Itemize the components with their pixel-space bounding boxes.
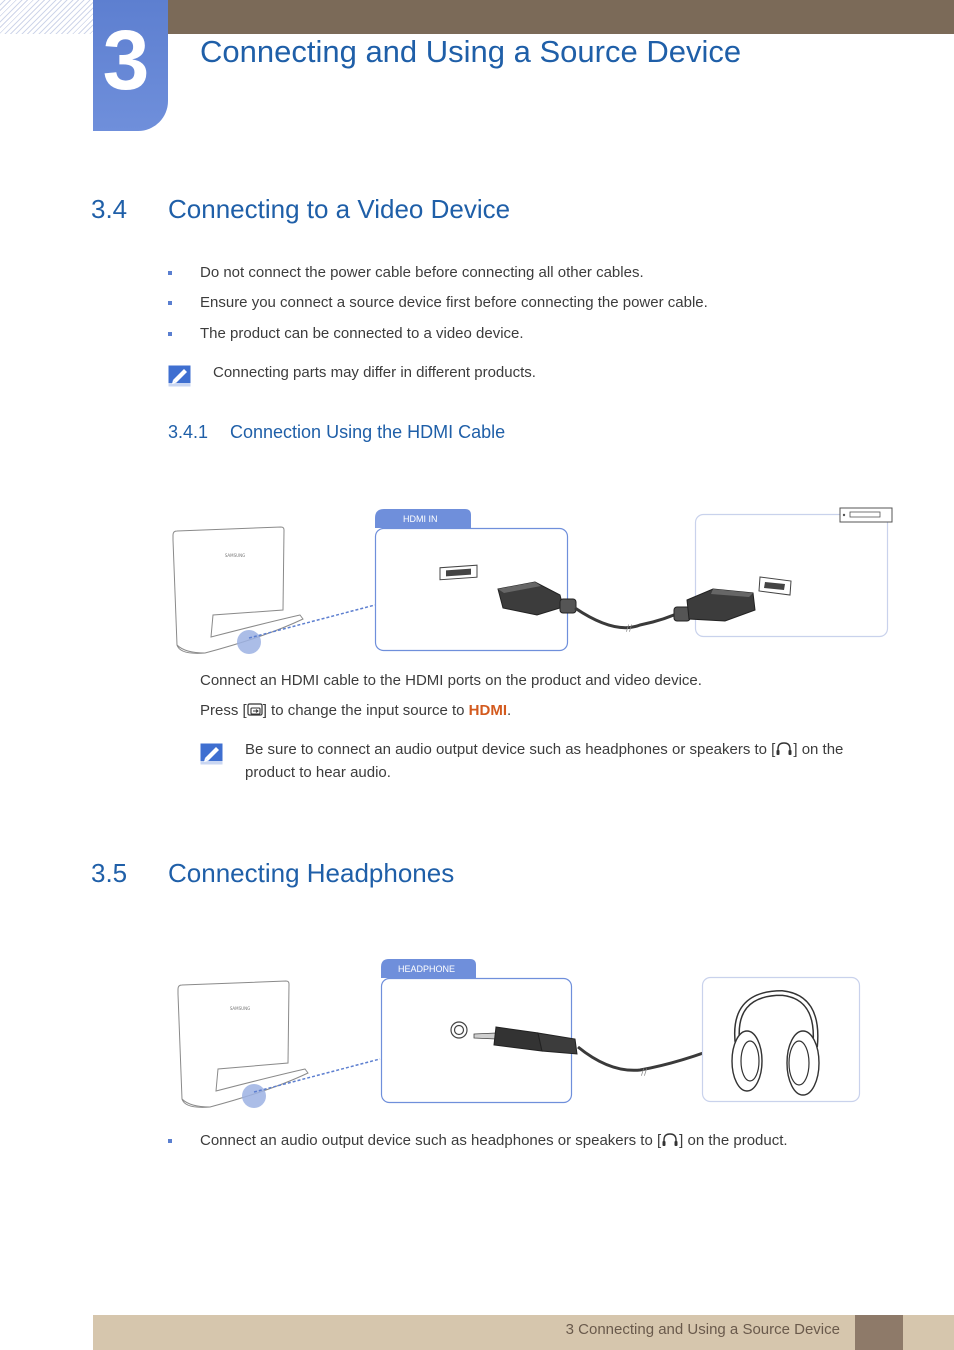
svg-text:SAMSUNG: SAMSUNG	[225, 553, 245, 558]
chapter-number: 3	[102, 13, 150, 107]
bullet-dot	[168, 301, 172, 305]
subsection-number: 3.4.1	[168, 422, 209, 442]
note-icon	[168, 365, 191, 387]
header-bar	[168, 0, 954, 34]
chapter-number-box	[93, 0, 168, 131]
hdmi-instruction: Connect an HDMI cable to the HDMI ports …	[200, 672, 702, 689]
hdmi-highlight: HDMI	[468, 702, 507, 719]
source-instruction: Press [ ] to change the input source to …	[200, 702, 512, 719]
monitor-illustration: SAMSUNG	[177, 980, 309, 1108]
subsection-title: Connection Using the HDMI Cable	[230, 422, 506, 442]
hdmi-in-label: HDMI IN	[403, 514, 438, 524]
headphone-jack-port-icon	[450, 1021, 468, 1039]
section-number: 3.4	[91, 194, 128, 224]
svg-text://: //	[641, 1068, 648, 1078]
hdmi-port-icon	[758, 576, 792, 596]
hdmi-plug-icon	[673, 588, 756, 622]
headphone-plug-icon	[473, 1026, 578, 1055]
bullet-dot	[168, 332, 172, 336]
svg-text://: //	[626, 624, 633, 634]
hdmi-connection-diagram: SAMSUNG HDMI IN //	[172, 507, 893, 654]
headphone-jack-icon	[776, 742, 792, 755]
monitor-illustration: SAMSUNG	[172, 526, 304, 654]
bullet-dot	[168, 1139, 172, 1143]
hdmi-port-icon	[439, 564, 478, 581]
header-hatch-pattern	[0, 0, 93, 34]
note-text: Connecting parts may differ in different…	[213, 364, 536, 381]
note-icon	[200, 743, 223, 765]
section-title: Connecting to a Video Device	[168, 194, 511, 224]
page-number-tab	[855, 1315, 903, 1350]
hdmi-plug-icon	[497, 581, 577, 616]
headphone-label: HEADPHONE	[398, 964, 455, 974]
section-number: 3.5	[91, 858, 128, 888]
audio-note-line2: product to hear audio.	[245, 764, 391, 781]
svg-text:SAMSUNG: SAMSUNG	[230, 1006, 250, 1011]
bullet-dot	[168, 271, 172, 275]
headphones-illustration	[731, 989, 820, 1096]
chapter-title: Connecting and Using a Source Device	[200, 34, 742, 69]
section-title: Connecting Headphones	[168, 858, 455, 888]
audio-note-line1: Be sure to connect an audio output devic…	[245, 741, 844, 758]
source-button-icon	[247, 703, 263, 716]
video-device-icon	[839, 507, 893, 523]
headphone-connection-diagram: SAMSUNG HEADPHONE //	[177, 959, 861, 1108]
footer-chapter-title: 3 Connecting and Using a Source Device	[565, 1321, 840, 1338]
headphone-jack-icon	[662, 1133, 678, 1146]
footer-bar	[93, 1315, 954, 1350]
